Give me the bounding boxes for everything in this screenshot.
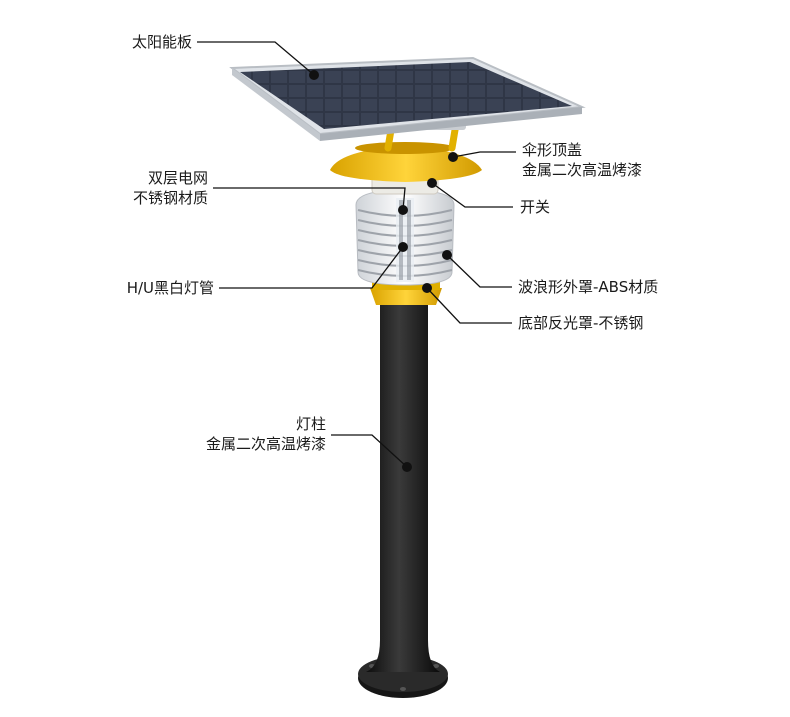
lamp-pole	[366, 300, 440, 672]
bottom-reflector	[370, 282, 442, 305]
label-wave-cover: 波浪形外罩-ABS材质	[518, 278, 659, 296]
label-hu-tube: H/U黑白灯管	[126, 279, 214, 297]
leader-dots	[309, 70, 458, 472]
label-double-grid: 双层电网 不锈钢材质	[132, 169, 208, 207]
label-reflector: 底部反光罩-不锈钢	[518, 314, 644, 332]
label-umbrella-top: 伞形顶盖 金属二次高温烤漆	[522, 141, 643, 179]
umbrella-top-cover	[330, 142, 482, 182]
solar-panel	[229, 56, 586, 141]
label-pole: 灯柱 金属二次高温烤漆	[205, 415, 326, 453]
leader-lines	[197, 41, 516, 468]
wave-cover	[355, 189, 455, 286]
label-solar-panel: 太阳能板	[131, 33, 192, 51]
label-switch: 开关	[520, 198, 551, 216]
